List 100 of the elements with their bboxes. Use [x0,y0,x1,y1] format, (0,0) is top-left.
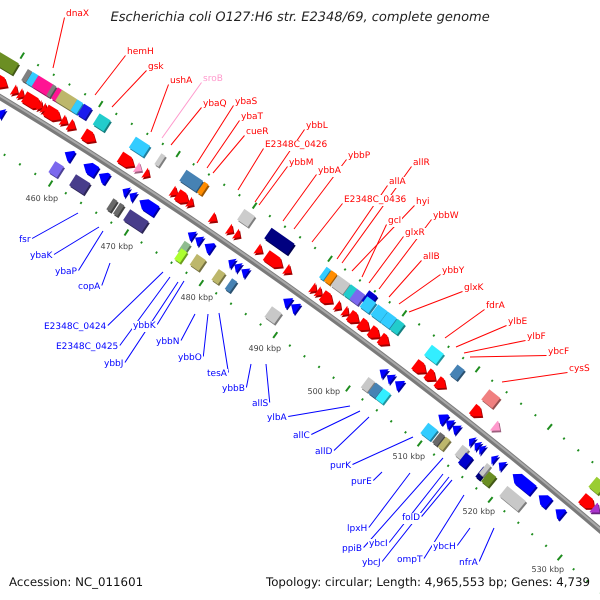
gene-label: hemH [126,46,155,58]
gene-label: ybbM [288,158,315,168]
position-label: 460 kbp [24,194,60,204]
gene-label: copA [77,282,102,292]
leader-line [212,135,245,174]
gene-label: gcl [387,216,402,226]
leader-line [421,480,452,517]
leader-line [368,236,404,284]
leader-line [52,17,65,68]
leader-line [202,314,208,357]
gene-label: ybbB [221,384,246,394]
gene-label: allS [251,398,270,410]
gene-label: ybcI [368,538,389,550]
title: Escherichia coli O127:H6 str. E2348/69, complete genome [110,10,490,26]
position-label: 510 kbp [392,452,426,462]
gene-label: ylbF [526,332,547,342]
leader-line [94,55,126,96]
leader-line [352,205,415,272]
leader-line [162,82,202,138]
gene-label: ybbJ [103,358,124,370]
gene-label: ybbL [305,120,329,132]
leader-line [119,276,170,346]
gene-label: E2348C_0425 [55,342,120,352]
leader-line [368,472,410,528]
position-label: 530 kbp [530,565,566,575]
gene-label: allB [422,252,441,262]
gene-label: gsk [147,62,165,72]
gene-label: purK [329,460,352,472]
gene-label: ybbY [441,266,466,276]
leader-line [382,476,450,562]
accession-label: Accession: NC_011601 [9,575,144,589]
gene-label: dnaX [65,8,90,20]
leader-line [352,436,414,465]
gene-label: E2348C_0426 [264,140,328,150]
position-label: 520 kbp [462,507,496,517]
leader-line [266,364,270,403]
gene-label: allR [412,158,431,168]
gene-label: cysS [568,364,591,374]
leader-line [388,474,444,543]
leader-line [502,372,568,382]
gene-label: ybbN [155,336,180,348]
leader-line [282,174,317,222]
leader-line [180,314,196,341]
gene-label: ompT [396,554,424,566]
gene-label: ybaT [240,112,264,122]
gene-label: fdrA [485,300,506,312]
gene-label: ybcJ [361,558,382,568]
gene-label: purE [350,476,373,488]
leader-line [398,274,441,304]
gene-label: folD [401,512,422,524]
gene-label: tesA [206,368,228,380]
leader-line [101,262,110,286]
gene-label: fsr [18,234,32,246]
gene-label: E2348C_0424 [43,322,108,332]
leader-line [310,410,360,435]
leader-line [218,312,229,373]
leader-line [362,224,387,278]
gene-label: ybbP [347,150,372,162]
leader-line [444,309,485,338]
leader-line [388,260,422,298]
leader-line [170,107,202,146]
leader-line [246,364,252,388]
leader-line [156,280,184,325]
leader-line [456,528,470,546]
gene-label: allC [292,430,311,442]
leader-line [464,340,526,354]
gene-label: ybbO [177,352,203,364]
gene-label: ylbA [266,412,288,424]
gene-label: ylbE [507,316,528,328]
leader-line [288,406,350,417]
position-label: 490 kbp [248,344,282,354]
leader-line [334,416,370,451]
gene-label: hyi [415,196,431,208]
gene-label: ybcH [432,542,457,552]
gene-label: ybaK [29,250,54,262]
gene-label: ppiB [341,544,364,554]
leader-line [408,291,463,312]
gene-label: ybaQ [202,98,228,110]
leader-line [478,528,494,562]
leader-line [78,230,104,271]
gene-label: E2348C_0436 [343,194,408,206]
leader-line [470,355,547,358]
leader-line [363,458,444,548]
leader-line [372,472,382,481]
gene-label: ybaP [54,266,78,278]
gene-label: allD [314,446,334,458]
gene-label: ybbA [317,166,342,176]
position-label: 480 kbp [180,293,214,303]
leader-line [32,212,78,239]
leader-line [238,148,264,190]
leader-line [54,226,100,255]
position-label: 470 kbp [100,242,134,252]
position-label: 500 kbp [306,387,342,397]
gene-label: ybcF [547,346,570,358]
leader-line [456,325,507,348]
leader-line [150,84,169,132]
gene-label: ushA [169,76,194,86]
gene-label: sroB [202,74,224,84]
leader-line [424,494,464,559]
leader-line [378,219,432,290]
